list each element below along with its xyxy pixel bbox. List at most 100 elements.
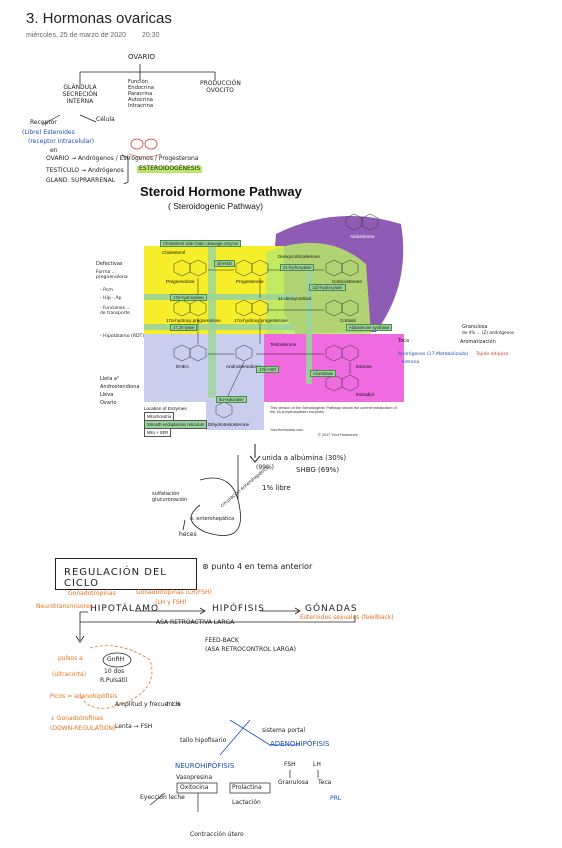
legend-ser: Smooth endoplasmic reticulum bbox=[144, 420, 208, 429]
enzyme-3bhsd: 3β-HSD bbox=[214, 260, 235, 267]
compound-cortisol: Cortisol bbox=[340, 318, 356, 323]
regulacion-ref-text: punto 4 en tema anterior bbox=[211, 562, 313, 571]
compound-estradiol: Estradiol bbox=[356, 392, 374, 397]
compound-17oh-prog: 17α-hydroxy progesterone bbox=[234, 318, 288, 323]
side-right-4: Andrógenos (17 Metabolizado) bbox=[398, 352, 469, 357]
label-neurohipofisis: NEUROHIPÓFISIS bbox=[175, 762, 235, 770]
reg-note-down-gonadotrophins: ↓ Gonadotrofinas bbox=[50, 715, 103, 722]
reg-note-feedback: FEED-BACK bbox=[205, 637, 239, 644]
compound-dhea: DHEA bbox=[176, 364, 189, 369]
node-gonadas: GÓNADAS bbox=[305, 604, 358, 614]
label-tallo: tallo hipofisario bbox=[180, 737, 227, 744]
note-steroidogenesis: ESTEROIDOGÉNESIS bbox=[137, 165, 203, 173]
pathway-copyright: © 2017 Your Hormones bbox=[318, 433, 358, 437]
label-granulosa: Granulosa bbox=[278, 779, 309, 786]
legend-mito-ser: Mito + SER bbox=[144, 428, 172, 437]
note-en: en bbox=[50, 147, 58, 154]
page-time: 20:30 bbox=[141, 32, 160, 39]
reg-note-ultrashort: (ultracorta) bbox=[52, 671, 87, 678]
label-prl: PRL bbox=[330, 795, 342, 802]
label-lh: LH bbox=[313, 761, 321, 768]
label-eyeccion: Eyección leche bbox=[140, 794, 185, 801]
label-contraccion: Contracción útero bbox=[190, 831, 244, 838]
compound-progesterone: Progesterone bbox=[236, 279, 264, 284]
page-date: miércoles, 25 de marzo de 2020 bbox=[26, 32, 126, 39]
enzyme-21oh: 21-hydroxylase bbox=[280, 264, 315, 271]
reg-note-slow-fsh: Lenta → FSH bbox=[115, 723, 153, 730]
tree-branch-oocyte: PRODUCCIÓN OVOCITO bbox=[200, 80, 241, 94]
label-vasopresina: Vasopresina bbox=[176, 774, 213, 781]
enzyme-5ar: 5α-reductase bbox=[216, 396, 247, 403]
red-circle-note bbox=[128, 138, 162, 158]
compound-androstenedione: Androstenedione bbox=[226, 364, 261, 369]
note-receptor: Receptor bbox=[30, 119, 57, 126]
steroid-pathway-figure: Steroid Hormone Pathway ( Steroidogenic … bbox=[96, 184, 404, 440]
enzyme-aromatase: Aromatase bbox=[310, 370, 337, 377]
side-left-7: Androstendiona bbox=[100, 384, 140, 390]
side-left-6: Lleta a° bbox=[100, 376, 120, 382]
page-title: 3. Hormonas ovaricas bbox=[26, 10, 172, 27]
compound-doc: Deoxycorticosterone bbox=[278, 254, 320, 259]
compound-testosterone: Testosterone bbox=[270, 342, 297, 347]
enzyme-aldo-synthase: Aldosterone synthase bbox=[346, 324, 393, 331]
note-suprarrenal: GLAND. SUPRARRENAL bbox=[46, 177, 116, 184]
transport-enterohepatic: e. enterohepática bbox=[190, 516, 235, 522]
side-right-1: Granulosa bbox=[462, 324, 488, 330]
node-hipotalamo: HIPOTÁLAMO bbox=[90, 604, 160, 614]
side-left-2: - Pcm bbox=[100, 288, 113, 293]
side-right-0: Teca bbox=[398, 338, 410, 344]
compound-11-deoxycortisol: 11-deoxycortisol bbox=[278, 296, 312, 301]
side-left-9: Ovario bbox=[100, 400, 117, 406]
reg-note-sex-steroids: Esteroides sexuales (feedback) bbox=[300, 614, 394, 621]
note-ovario: OVARIO → Andrógenos / Estrógenos / Proge… bbox=[46, 155, 199, 162]
pathway-title: Steroid Hormone Pathway bbox=[140, 184, 302, 199]
compound-aldosterone: Aldosterone bbox=[350, 234, 375, 239]
reg-note-asa-retro: (ASA RETROCONTROL LARGA) bbox=[205, 646, 296, 653]
reg-note-pulsatil: R.Pulsátil bbox=[100, 677, 128, 684]
label-fsh: FSH bbox=[284, 761, 296, 768]
tree-branch-gland: GLÁNDULA SECRECIÓN INTERNA bbox=[62, 84, 98, 105]
reg-note-up-lh: ↑ LH bbox=[165, 701, 180, 708]
regulacion-title: REGULACIÓN DEL CICLO bbox=[64, 567, 167, 589]
reg-note-gonadotropins-lhfsh: Gonadotropinas (LH/FSH) bbox=[136, 589, 212, 596]
enzyme-11boh: 11β-hydroxylase bbox=[309, 284, 346, 291]
enzyme-17aoh: 17α-hydroxylase bbox=[170, 294, 207, 301]
side-right-6: Tejido adiposo bbox=[476, 352, 509, 357]
side-left-8: Lleva bbox=[100, 392, 114, 398]
note-receptor-intra: (receptor intracelular) bbox=[28, 138, 95, 145]
label-adenohipofisis: ADENOHIPÓFISIS bbox=[270, 740, 330, 748]
transport-99: (99%) bbox=[256, 464, 275, 471]
side-left-5: - Hipotálamo (RDT) bbox=[100, 334, 145, 339]
label-sistema-portal: sistema portal bbox=[262, 727, 306, 734]
regulacion-box: REGULACIÓN DEL CICLO bbox=[55, 558, 197, 590]
pathway-footnote: This version of the Steroidogenic Pathwa… bbox=[270, 406, 397, 414]
reg-note-neurotransmitters: Neurotransmisores bbox=[36, 603, 93, 610]
compound-pregnenolone: Pregnenolone bbox=[166, 279, 195, 284]
regulacion-ref: ⊛ punto 4 en tema anterior bbox=[202, 562, 313, 571]
note-free-steroids: (Libre) Esteroides bbox=[22, 129, 75, 136]
pathway-subtitle: ( Steroidogenic Pathway) bbox=[168, 201, 263, 211]
compound-estrone: Estrone bbox=[356, 364, 372, 369]
reg-note-10dos: 10 dos bbox=[104, 668, 125, 675]
label-lactacion: Lactación bbox=[232, 799, 261, 806]
reg-note-down-regulation: (DOWN-REGULATION) bbox=[50, 725, 116, 732]
label-prolactina: Prolactina bbox=[232, 784, 262, 791]
transport-sulfation: sulfatación glucuronación bbox=[152, 491, 188, 503]
reg-note-lh-fsh: (LH y FSH) bbox=[155, 599, 187, 606]
transport-shbg: SHBG (69%) bbox=[296, 466, 340, 474]
reg-note-peaks: Picos = adenohipófisis bbox=[50, 693, 118, 700]
note-cell: Célula bbox=[96, 116, 115, 123]
pathway-site: YourHormones.com bbox=[270, 428, 304, 432]
transport-albumin: unida a albúmina (30%) bbox=[262, 454, 347, 462]
reg-note-asa-long: ASA RETROACTIVA LARGA bbox=[156, 619, 235, 626]
enzyme-1720-lyase: 17,20 lyase bbox=[170, 324, 198, 331]
label-oxitocina: Oxitocina bbox=[180, 784, 209, 791]
reg-note-pulses: pulsos a bbox=[58, 655, 83, 662]
reg-note-gonadotropins: Gonadotropinas bbox=[68, 590, 116, 597]
note-testiculo: TESTÍCULO → Andrógenos bbox=[46, 167, 124, 174]
enzyme-17bhsd: 17β-HSD bbox=[256, 366, 280, 373]
node-hipofisis: HIPÓFISIS bbox=[212, 604, 265, 614]
pathway-zones bbox=[144, 213, 404, 430]
side-left-1: Forma ... pregnenolona bbox=[96, 270, 128, 281]
